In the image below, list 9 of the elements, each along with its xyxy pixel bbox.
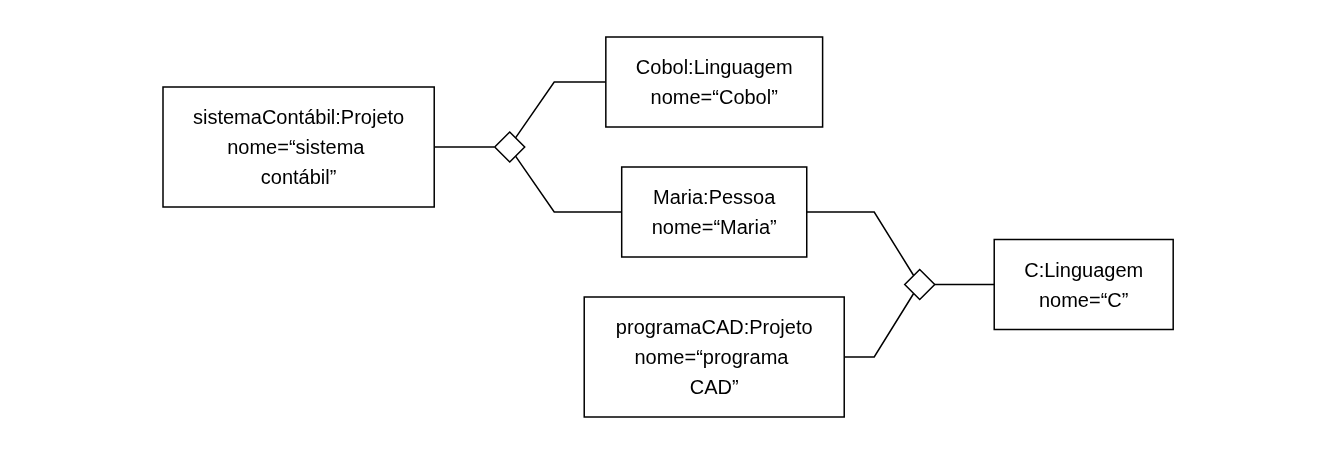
node-box: Maria:Pessoa nome=“Maria”: [621, 166, 808, 258]
connector: [515, 155, 623, 213]
node-diamond: [904, 268, 937, 301]
node-box: Cobol:Linguagem nome=“Cobol”: [605, 36, 824, 128]
node-box: programaCAD:Projeto nome=“programa CAD”: [583, 296, 846, 418]
connector: [515, 81, 607, 139]
node-diamond: [494, 130, 527, 164]
node-box: sistemaContábil:Projeto nome=“sistema contábil”: [162, 86, 436, 208]
node-box: C:Linguagem nome=“C”: [993, 238, 1175, 331]
